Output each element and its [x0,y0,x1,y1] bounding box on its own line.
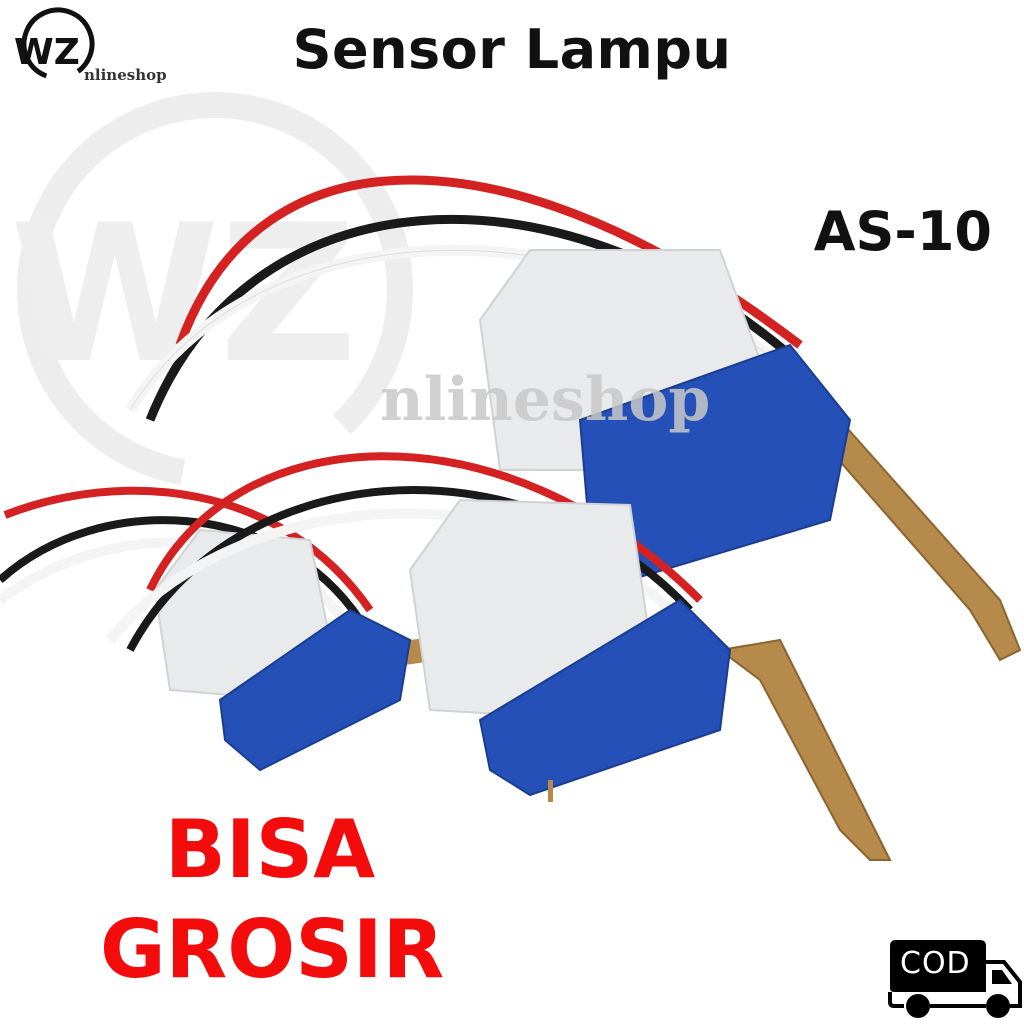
promo-text: BISA GROSIR [100,800,445,1000]
sensor-unit-left [0,486,450,772]
promo-line-2: GROSIR [100,903,445,996]
logo-mark: WZ [14,32,80,73]
sensor-unit-front [106,452,892,861]
svg-text:WZ: WZ [10,184,357,405]
watermark-suffix-text: nlineshop [380,365,710,435]
logo-suffix: nlineshop [84,66,167,84]
cod-label: COD [900,946,971,981]
delivery-truck-icon [888,940,1022,1018]
model-number: AS-10 [813,200,992,263]
product-title: Sensor Lampu [292,18,732,81]
cod-badge: COD [886,936,1022,1022]
promo-line-1: BISA [164,803,376,896]
sensor-unit-back [125,175,1022,662]
wz-logo-ring-icon [21,7,95,81]
